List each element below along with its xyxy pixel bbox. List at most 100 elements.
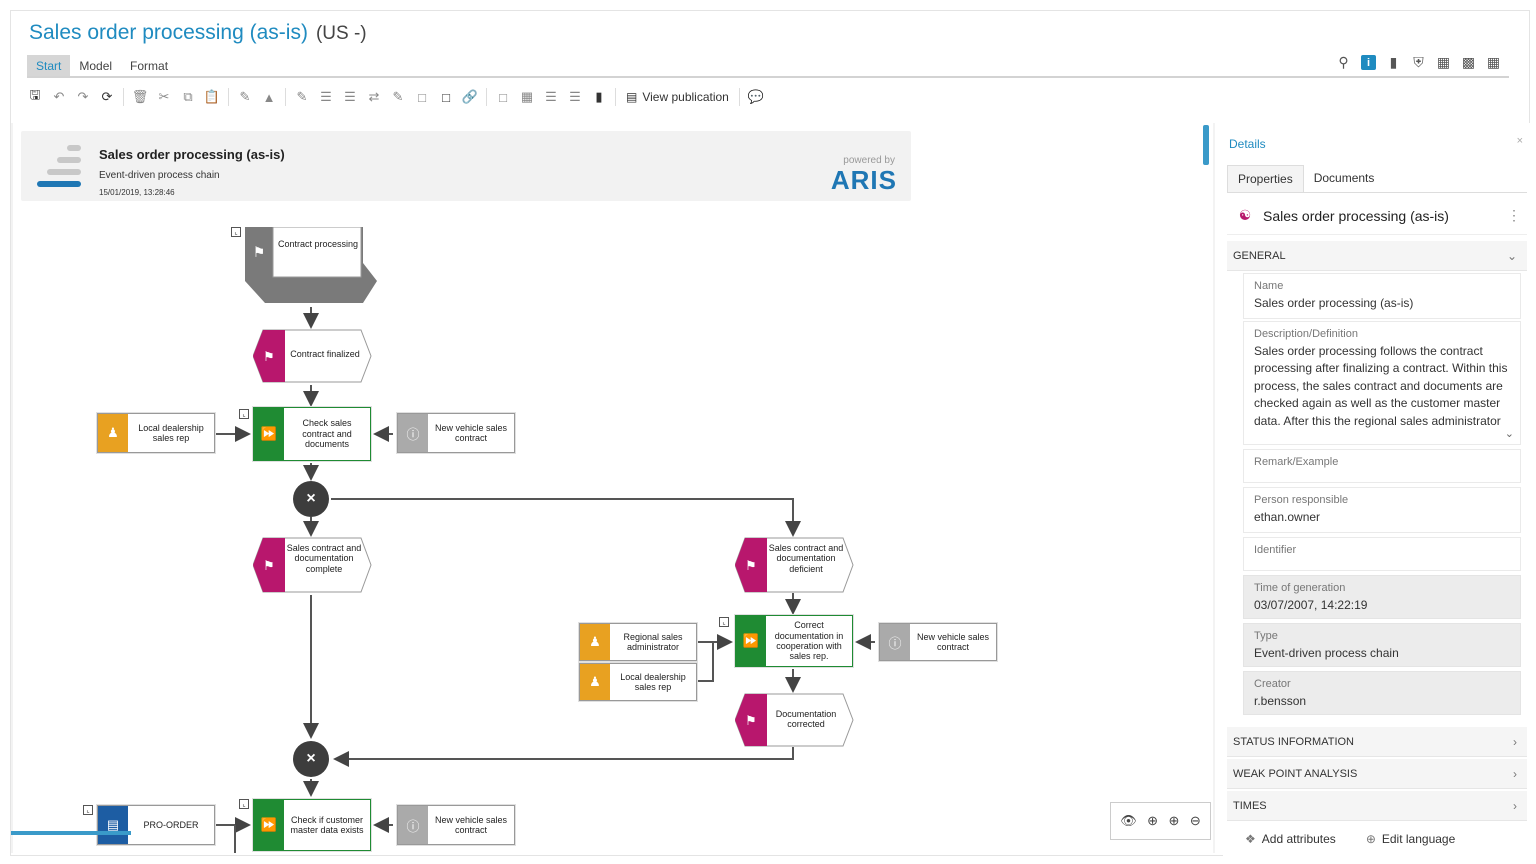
format-painter-icon[interactable]: ✎ bbox=[239, 89, 251, 104]
preview-eye-icon[interactable]: 👁 bbox=[1120, 813, 1137, 828]
role-label: Local dealership sales rep bbox=[620, 671, 686, 692]
xor-split-connector[interactable]: × bbox=[293, 481, 329, 517]
arrange-icon[interactable]: ☰ bbox=[569, 89, 581, 104]
field-type: Type Event-driven process chain bbox=[1243, 623, 1521, 667]
role-local-dealership-sales-rep-2[interactable]: ♟ Local dealership sales rep bbox=[579, 663, 697, 701]
details-footer: ❖Add attributes ⊕Edit language bbox=[1227, 823, 1527, 855]
system-pro-order[interactable]: ▤ PRO-ORDER bbox=[97, 805, 215, 845]
view-publication-button[interactable]: ▤ View publication bbox=[620, 90, 735, 104]
redo-icon[interactable]: ↷ bbox=[77, 89, 89, 104]
assignment-icon[interactable]: ⌞ bbox=[231, 227, 241, 237]
event-documentation-deficient[interactable]: ⚑ bbox=[735, 537, 855, 593]
role-local-dealership-sales-rep[interactable]: ♟ Local dealership sales rep bbox=[97, 413, 215, 453]
bar-chart-icon[interactable]: ▮ bbox=[1389, 54, 1398, 70]
zoom-out-icon[interactable]: ⊖ bbox=[1189, 813, 1201, 828]
line-style-icon[interactable]: ☰ bbox=[320, 89, 332, 104]
field-label: Name bbox=[1254, 280, 1284, 292]
language-selector[interactable]: (US -) bbox=[315, 23, 367, 44]
tab-documents[interactable]: Documents bbox=[1313, 171, 1375, 185]
system-label: PRO-ORDER bbox=[143, 819, 199, 830]
search-icon[interactable]: ⚲ bbox=[1338, 54, 1349, 70]
comments-icon[interactable]: ▩ bbox=[1461, 54, 1476, 70]
more-options-icon[interactable]: ⋮ bbox=[1507, 207, 1521, 223]
section-status-information[interactable]: STATUS INFORMATION › bbox=[1227, 727, 1527, 757]
edit-language-button[interactable]: ⊕Edit language bbox=[1366, 832, 1455, 846]
chevron-right-icon: › bbox=[1513, 798, 1517, 813]
function-correct-documentation[interactable]: ⏩ Correct documentation in cooperation w… bbox=[735, 615, 853, 667]
undo-icon[interactable]: ↶ bbox=[53, 89, 65, 104]
close-icon[interactable]: × bbox=[1516, 135, 1523, 147]
info-carrier-new-vehicle-contract-2[interactable]: ⓘ New vehicle sales contract bbox=[879, 623, 997, 661]
xor-join-connector[interactable]: × bbox=[293, 741, 329, 777]
model-header-name: Sales order processing (as-is) bbox=[99, 147, 285, 162]
svg-text:⚑: ⚑ bbox=[745, 714, 757, 729]
canvas-horizontal-scrollbar[interactable] bbox=[11, 831, 131, 835]
contract-finalized-label: Contract finalized bbox=[290, 349, 360, 359]
line-weight-icon[interactable]: ☰ bbox=[344, 89, 356, 104]
field-person-responsible[interactable]: Person responsible ethan.owner bbox=[1243, 487, 1521, 533]
align-icon[interactable]: ☰ bbox=[545, 89, 557, 104]
role-regional-sales-administrator[interactable]: ♟ Regional sales administrator bbox=[579, 623, 697, 661]
info-label: New vehicle sales contract bbox=[434, 814, 508, 835]
share-icon[interactable]: 💬 bbox=[747, 89, 764, 104]
field-value: ethan.owner bbox=[1254, 510, 1321, 524]
role-label: Local dealership sales rep bbox=[138, 422, 204, 443]
tab-format[interactable]: Format bbox=[130, 59, 169, 73]
zoom-in-icon[interactable]: ⊕ bbox=[1168, 813, 1180, 828]
section-weak-point-analysis[interactable]: WEAK POINT ANALYSIS › bbox=[1227, 759, 1527, 789]
info-carrier-new-vehicle-contract-3[interactable]: ⓘ New vehicle sales contract bbox=[397, 805, 515, 845]
save-icon[interactable]: 🖫 bbox=[29, 87, 41, 102]
fill-color-icon[interactable]: ▲ bbox=[262, 89, 276, 105]
field-description[interactable]: Description/Definition Sales order proce… bbox=[1243, 321, 1521, 445]
field-value: Sales order processing follows the contr… bbox=[1254, 344, 1508, 428]
event-documentation-complete[interactable]: ⚑ bbox=[253, 537, 373, 593]
field-time-of-generation: Time of generation 03/07/2007, 14:22:19 bbox=[1243, 575, 1521, 619]
section-general[interactable]: GENERAL ⌄ bbox=[1227, 241, 1527, 271]
field-remark[interactable]: Remark/Example bbox=[1243, 449, 1521, 483]
connector-icon[interactable]: □ bbox=[442, 89, 450, 105]
event-contract-finalized[interactable]: ⚑ bbox=[253, 329, 373, 383]
copy-icon[interactable]: ⧉ bbox=[183, 89, 193, 104]
assignment-icon[interactable]: ⌞ bbox=[239, 409, 249, 419]
cut-icon[interactable]: ✂ bbox=[158, 89, 170, 104]
arrow-style-icon[interactable]: ⇄ bbox=[368, 89, 380, 104]
canvas-vertical-scrollbar[interactable] bbox=[1203, 125, 1209, 165]
info-icon[interactable]: i bbox=[1361, 55, 1376, 70]
section-times[interactable]: TIMES › bbox=[1227, 791, 1527, 821]
function-label: Check sales contract and documents bbox=[302, 418, 352, 450]
assignment-icon[interactable]: ⌞ bbox=[719, 617, 729, 627]
line-color-icon[interactable]: ✎ bbox=[296, 89, 308, 104]
assignment-icon[interactable]: ⌞ bbox=[83, 805, 93, 815]
event-documentation-corrected[interactable]: ⚑ bbox=[735, 693, 855, 747]
paste-icon[interactable]: 📋 bbox=[203, 89, 221, 104]
field-identifier[interactable]: Identifier bbox=[1243, 537, 1521, 571]
contract-processing-interface[interactable]: ⚑ bbox=[245, 227, 379, 307]
contract-processing-label: Contract processing bbox=[277, 239, 359, 249]
shape-icon[interactable]: □ bbox=[418, 89, 426, 105]
selected-object-row: ☯ Sales order processing (as-is) ⋮ bbox=[1227, 197, 1527, 235]
tab-start[interactable]: Start bbox=[27, 55, 71, 77]
shield-icon[interactable]: ⛨ bbox=[1413, 54, 1424, 70]
chevron-down-icon[interactable]: ⌄ bbox=[1504, 428, 1514, 440]
grid-icon[interactable]: ▦ bbox=[1486, 54, 1501, 70]
group-icon[interactable]: □ bbox=[499, 89, 507, 105]
delete-icon[interactable]: 🗑 bbox=[131, 89, 149, 104]
event-corrected-label: Documentation corrected bbox=[775, 709, 837, 730]
field-name[interactable]: Name Sales order processing (as-is) bbox=[1243, 273, 1521, 319]
function-check-sales-contract[interactable]: ⏩ Check sales contract and documents bbox=[253, 407, 371, 461]
zoom-100-icon[interactable]: ⊕ bbox=[1147, 813, 1159, 828]
function-check-customer-master-data[interactable]: ⏩ Check if customer master data exists bbox=[253, 799, 371, 851]
link-icon[interactable]: 🔗 bbox=[461, 89, 479, 104]
tab-model[interactable]: Model bbox=[79, 59, 113, 73]
tab-properties[interactable]: Properties bbox=[1227, 165, 1304, 192]
edit-shape-icon[interactable]: ✎ bbox=[392, 89, 404, 104]
add-attributes-button[interactable]: ❖Add attributes bbox=[1245, 832, 1336, 846]
properties-icon[interactable]: ▮ bbox=[595, 89, 603, 104]
assignment-icon[interactable]: ⌞ bbox=[239, 799, 249, 809]
refresh-icon[interactable]: ⟳ bbox=[101, 89, 113, 104]
function-label: Correct documentation in cooperation wit… bbox=[774, 620, 844, 662]
model-canvas[interactable]: Sales order processing (as-is) Event-dri… bbox=[13, 123, 1213, 853]
table-view-icon[interactable]: ▦ bbox=[1436, 54, 1451, 70]
info-carrier-new-vehicle-contract[interactable]: ⓘ New vehicle sales contract bbox=[397, 413, 515, 453]
distribute-icon[interactable]: ▦ bbox=[520, 89, 534, 104]
